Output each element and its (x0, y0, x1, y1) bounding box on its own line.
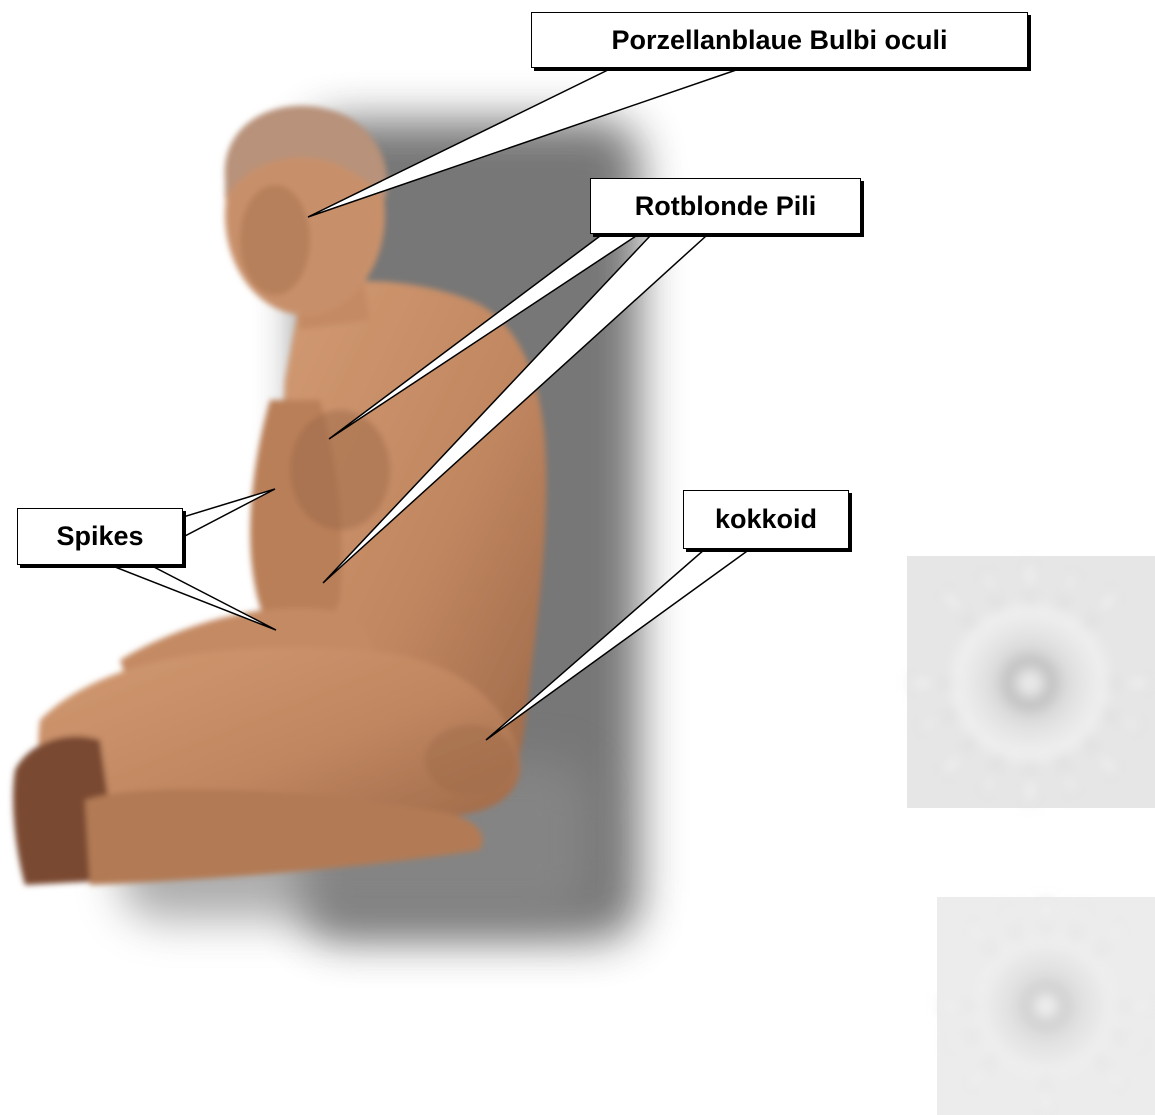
label-hair-text: Rotblonde Pili (635, 191, 817, 222)
label-eyes-text: Porzellanblaue Bulbi oculi (611, 25, 947, 56)
label-coccoid-text: kokkoid (715, 504, 817, 535)
label-hair: Rotblonde Pili (590, 178, 861, 234)
virus-particle-1 (907, 556, 1155, 808)
label-spikes-text: Spikes (56, 521, 143, 552)
pointer-spikes-2 (110, 565, 276, 630)
label-coccoid: kokkoid (683, 490, 849, 549)
label-eyes: Porzellanblaue Bulbi oculi (531, 12, 1028, 68)
label-spikes: Spikes (17, 508, 183, 565)
virus-particle-2 (937, 897, 1155, 1115)
